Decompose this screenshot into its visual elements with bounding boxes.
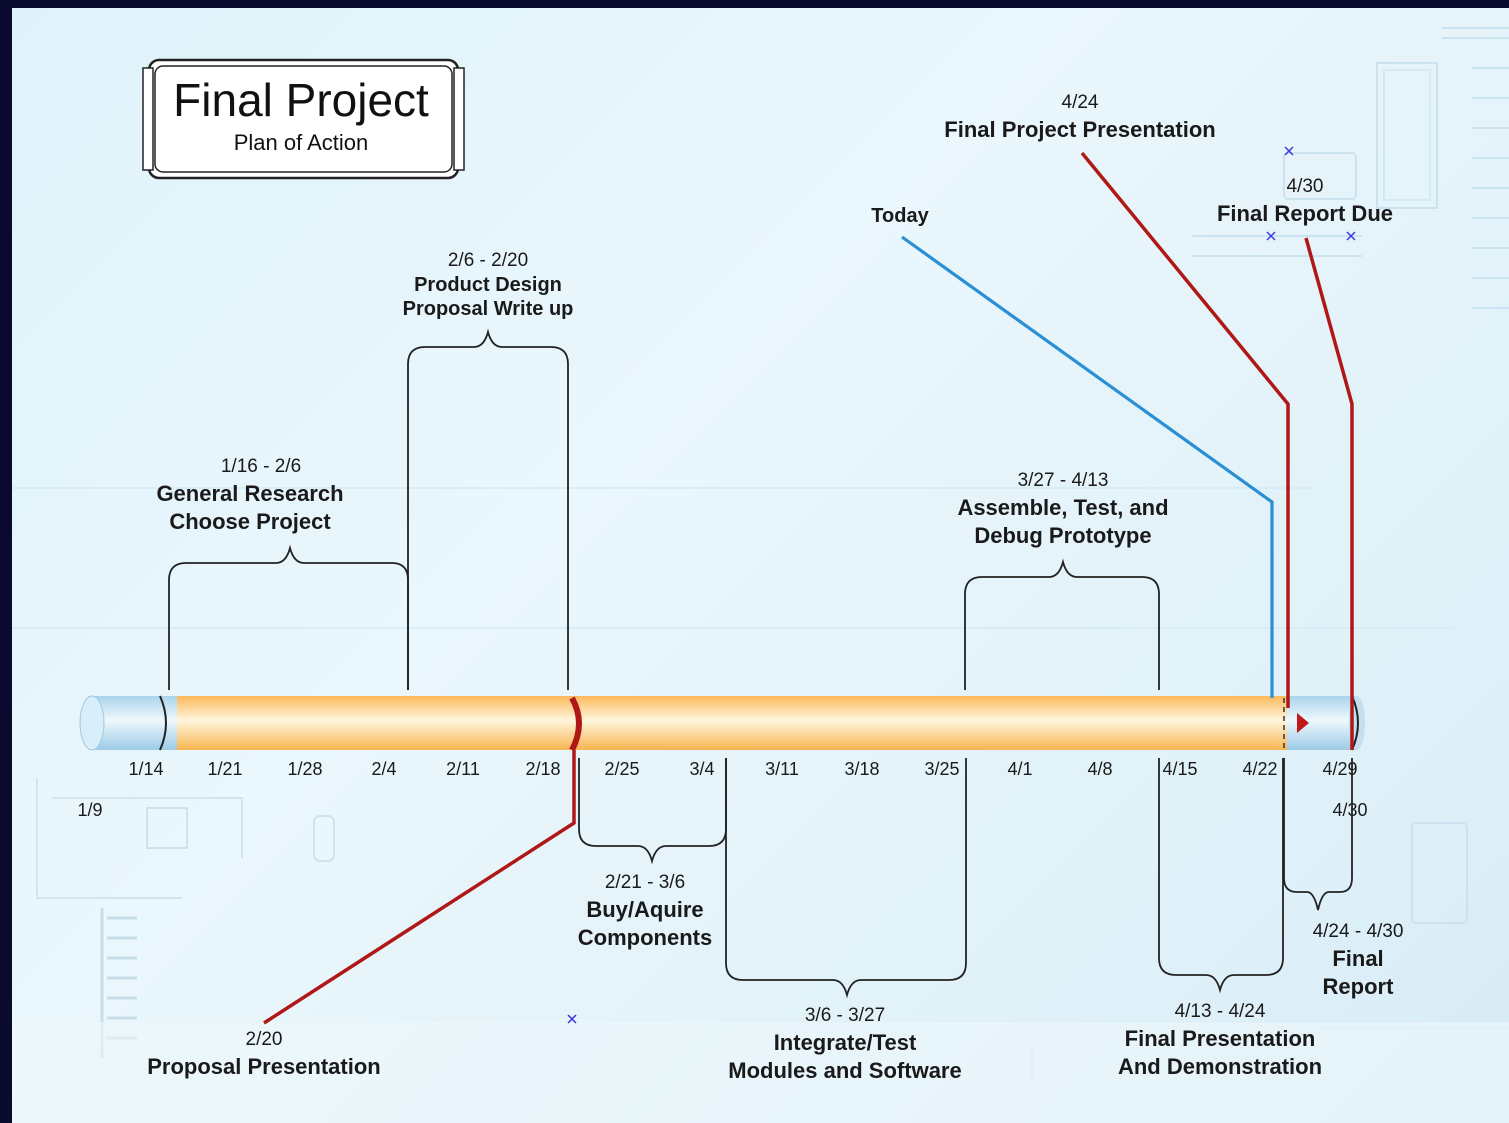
timeline-start-label: 1/9	[77, 800, 102, 820]
today-label: Today	[871, 205, 929, 227]
interval-title: Integrate/Test	[774, 1030, 917, 1055]
interval-dates: 2/21 - 3/6	[605, 872, 685, 893]
tick-label: 3/11	[765, 759, 799, 779]
interval-title: Modules and Software	[728, 1058, 961, 1083]
interval-design	[407, 328, 569, 690]
tick-label: 4/1	[1007, 759, 1032, 779]
interval-title: Debug Prototype	[974, 523, 1151, 548]
interval-title: Report	[1323, 974, 1395, 999]
interval-assemble	[964, 558, 1160, 690]
tick-label: 4/22	[1242, 759, 1277, 779]
tick-label: 4/15	[1162, 759, 1197, 779]
interval-final-report	[1283, 758, 1353, 911]
interval-title: Product Design	[414, 274, 562, 296]
interval-title: Proposal Write up	[403, 298, 574, 320]
interval-dates: 1/16 - 2/6	[221, 456, 301, 477]
milestone-final-project-presentation: 4/24 Final Project Presentation	[944, 92, 1290, 708]
tick-label: 2/11	[446, 759, 480, 779]
interval-title: And Demonstration	[1118, 1054, 1322, 1079]
interval-title: Final Presentation	[1125, 1026, 1316, 1051]
tick-label: 3/18	[844, 759, 879, 779]
page-subtitle: Plan of Action	[234, 130, 369, 155]
tick-label: 3/4	[689, 759, 714, 779]
milestone-date: 4/30	[1287, 176, 1324, 197]
milestone-label: Final Report Due	[1217, 201, 1393, 226]
interval-dates: 3/27 - 4/13	[1018, 470, 1109, 491]
interval-title: Components	[578, 925, 712, 950]
milestone-label: Proposal Presentation	[147, 1054, 381, 1079]
interval-title: General Research	[156, 481, 343, 506]
interval-dates: 4/24 - 4/30	[1313, 921, 1404, 942]
background-decoration	[12, 27, 1509, 1078]
milestone-date: 2/20	[246, 1029, 283, 1050]
tick-label: 4/8	[1087, 759, 1112, 779]
milestone-date: 4/24	[1062, 92, 1099, 113]
tick-label: 1/28	[287, 759, 322, 779]
interval-title: Buy/Aquire	[586, 897, 703, 922]
selection-handles	[567, 146, 1356, 1024]
today-marker-line	[901, 235, 1274, 698]
tick-label: 1/14	[128, 759, 163, 779]
interval-dates: 4/13 - 4/24	[1175, 1001, 1266, 1022]
interval-title: Choose Project	[169, 509, 331, 534]
timeline-end-label: 4/30	[1332, 800, 1367, 820]
timeline-svg: Final Project Plan of Action 1/14 1/21 1…	[12, 27, 1509, 1123]
interval-final-presentation	[1158, 758, 1284, 994]
tick-label: 1/21	[207, 759, 242, 779]
milestone-final-report-due: 4/30 Final Report Due	[1217, 176, 1393, 750]
tick-label: 4/29	[1322, 759, 1357, 779]
interval-dates: 3/6 - 3/27	[805, 1005, 885, 1026]
tick-label: 2/4	[371, 759, 396, 779]
interval-research	[168, 544, 409, 690]
timeline-diagram: Final Project Plan of Action 1/14 1/21 1…	[12, 8, 1509, 1123]
interval-title: Assemble, Test, and	[957, 495, 1168, 520]
interval-buy	[578, 758, 727, 865]
bottom-band	[12, 1023, 1509, 1123]
timeline-bar	[79, 695, 1365, 751]
interval-integrate	[725, 758, 967, 999]
tick-label: 2/18	[525, 759, 560, 779]
tick-label: 3/25	[924, 759, 959, 779]
tick-label: 2/25	[604, 759, 639, 779]
milestone-label: Final Project Presentation	[944, 117, 1215, 142]
milestone-proposal-presentation: 2/20 Proposal Presentation	[147, 696, 582, 1079]
page-title: Final Project	[173, 74, 429, 126]
interval-title: Final	[1332, 946, 1383, 971]
interval-dates: 2/6 - 2/20	[448, 250, 528, 271]
title-box: Final Project Plan of Action	[142, 58, 465, 180]
tick-labels: 1/14 1/21 1/28 2/4 2/11 2/18 2/25 3/4 3/…	[77, 759, 1367, 820]
